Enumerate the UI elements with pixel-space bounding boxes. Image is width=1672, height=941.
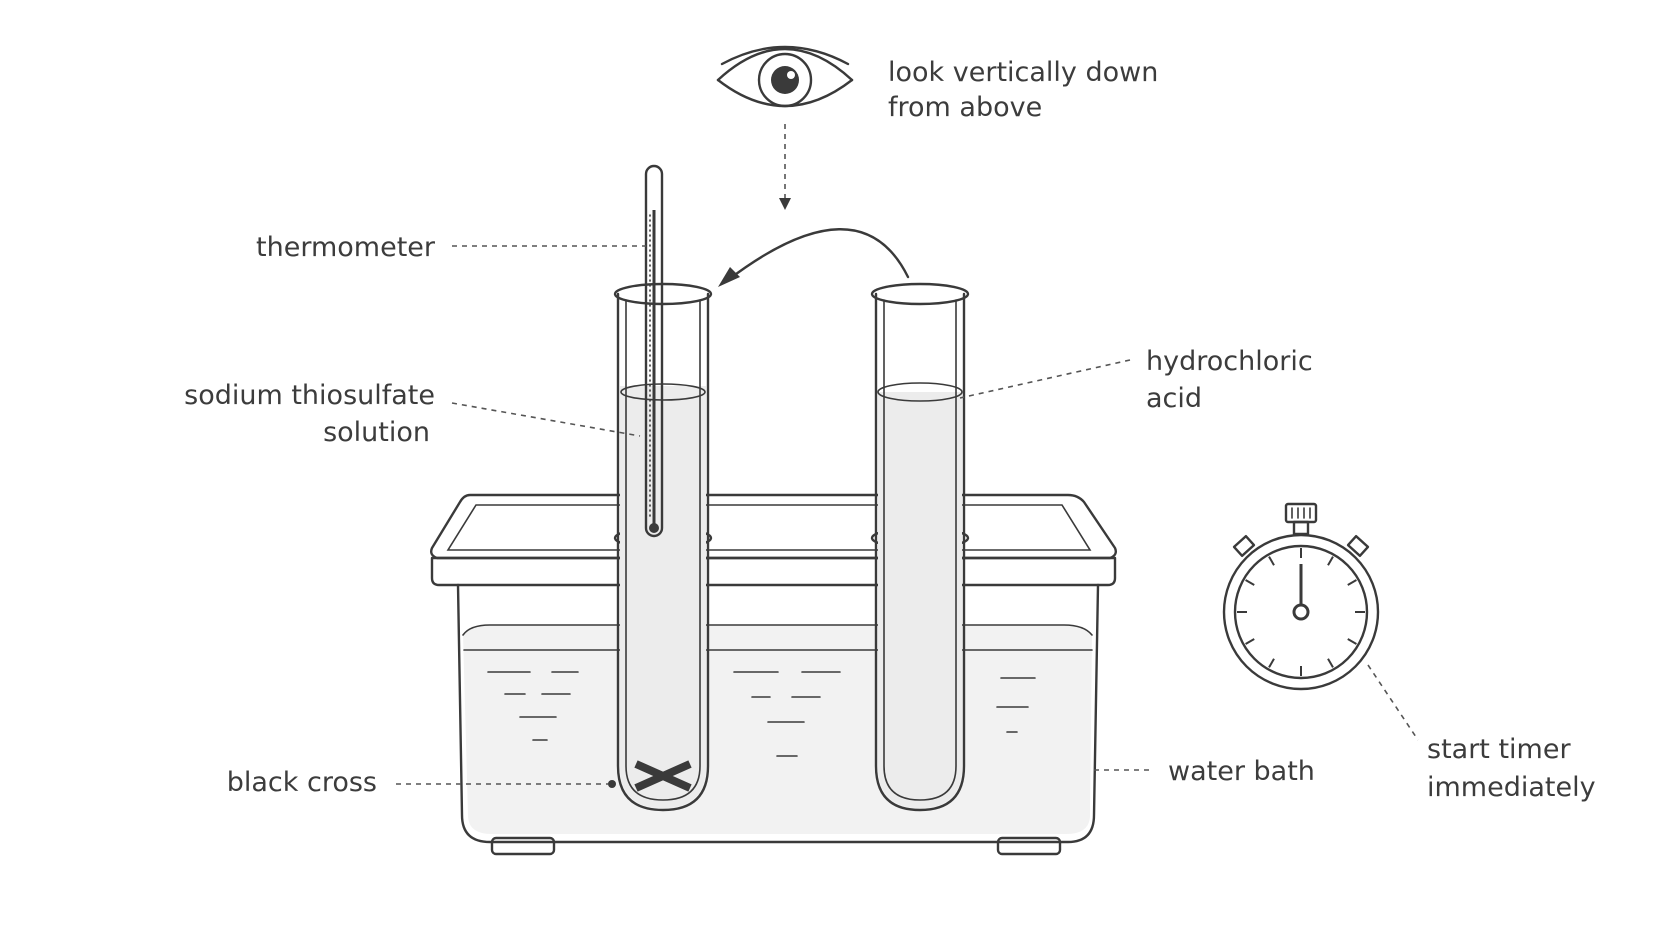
thiosulfate-label-line1: sodium thiosulfate bbox=[184, 380, 435, 411]
stopwatch-tick bbox=[1347, 579, 1357, 586]
timer-leader bbox=[1367, 664, 1419, 741]
timer-label-line2: immediately bbox=[1427, 772, 1596, 803]
thiosulfate-leader bbox=[451, 402, 641, 437]
thiosulfate-label-line2: solution bbox=[323, 417, 430, 448]
eye-label-line1: look vertically down bbox=[888, 57, 1158, 88]
pour-arrow bbox=[726, 228, 910, 282]
sight-arrowhead bbox=[779, 198, 791, 210]
cross-leader-dot bbox=[608, 780, 616, 788]
eye-icon bbox=[716, 45, 854, 108]
acid-label-line2: acid bbox=[1146, 383, 1202, 414]
stopwatch-icon bbox=[1222, 502, 1380, 691]
eye-label-line2: from above bbox=[888, 92, 1042, 123]
thermometer-label: thermometer bbox=[256, 232, 436, 263]
acid-test-tube bbox=[870, 282, 970, 812]
stopwatch-tick bbox=[1347, 638, 1357, 645]
acid-label-line1: hydrochloric bbox=[1146, 346, 1313, 377]
pour-arrowhead bbox=[718, 267, 740, 287]
timer-label-line1: start timer bbox=[1427, 734, 1571, 765]
water-ripples bbox=[487, 671, 1036, 757]
stopwatch-tick bbox=[1268, 658, 1275, 668]
water-bath bbox=[429, 493, 1118, 856]
stopwatch-tick bbox=[1327, 556, 1334, 566]
stopwatch-tick bbox=[1327, 658, 1334, 668]
thermometer-icon bbox=[644, 164, 664, 538]
cross-label: black cross bbox=[227, 767, 377, 798]
stopwatch-tick bbox=[1245, 579, 1255, 586]
bath-label: water bath bbox=[1168, 756, 1315, 787]
acid-leader bbox=[959, 359, 1131, 399]
stopwatch-tick bbox=[1268, 556, 1275, 566]
cross-mark-icon bbox=[634, 760, 692, 792]
stopwatch-tick bbox=[1245, 638, 1255, 645]
